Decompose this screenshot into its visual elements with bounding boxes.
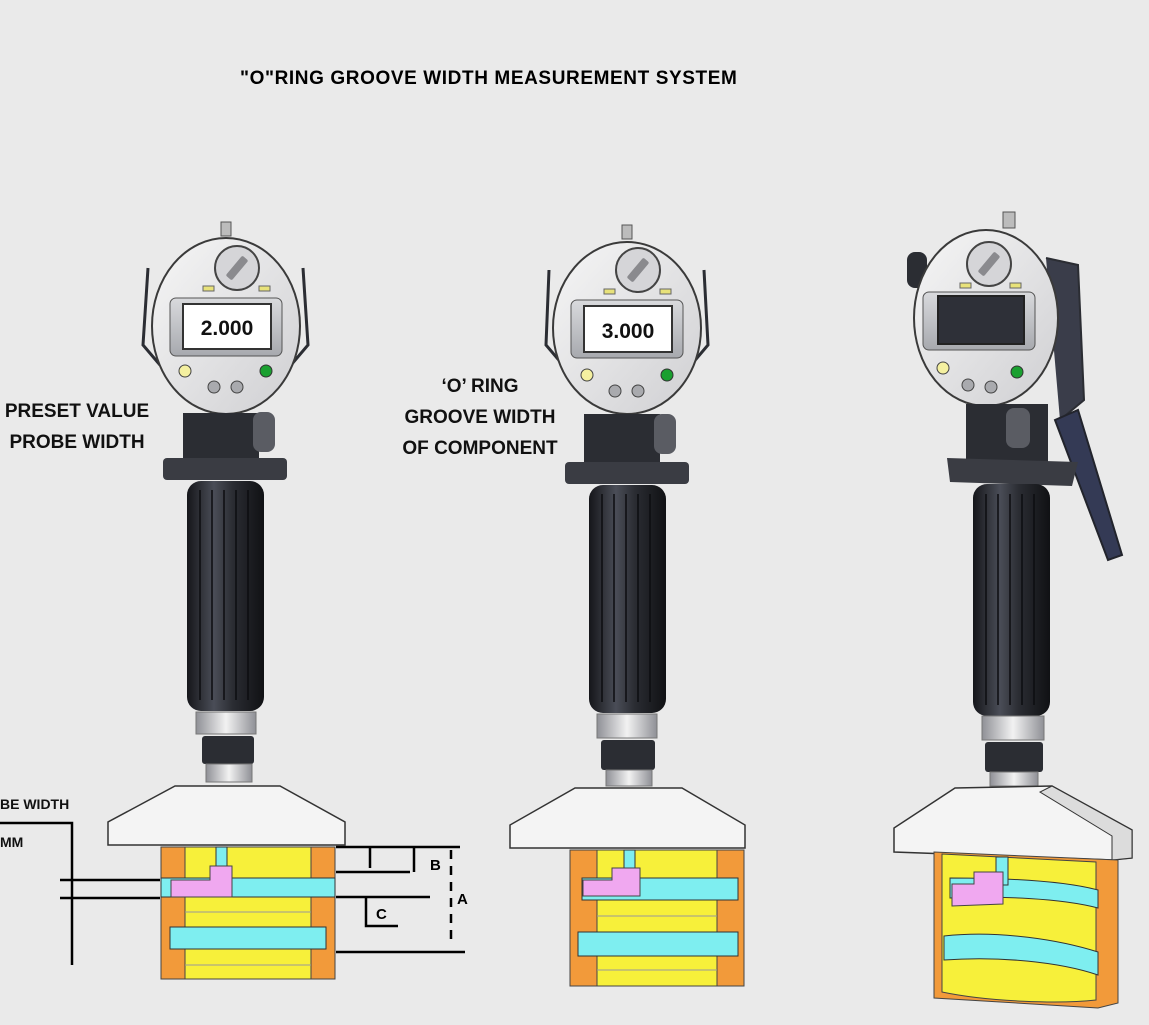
label-preset-line1: PRESET VALUE xyxy=(4,401,150,422)
readout-1: 2.000 xyxy=(201,317,254,340)
label-mm-cut: MM xyxy=(0,834,24,850)
lcd-display-2 xyxy=(583,305,673,353)
dim-b-label: B xyxy=(430,857,441,874)
lcd-display-3 xyxy=(937,295,1025,345)
dim-c-label: C xyxy=(376,906,387,923)
label-oring-groove-width: ‘O’ RING GROOVE WIDTH OF COMPONENT xyxy=(395,371,565,464)
label-oring-line3: OF COMPONENT xyxy=(402,438,558,459)
label-preset-value: PRESET VALUE PROBE WIDTH xyxy=(2,396,152,458)
page-title: "O"RING GROOVE WIDTH MEASUREMENT SYSTEM xyxy=(240,68,738,89)
button-1b xyxy=(230,380,244,394)
button-1a xyxy=(207,380,221,394)
led-yellow-icon xyxy=(178,364,192,378)
gauge-3d xyxy=(893,211,1133,1009)
gauge-component: 3.000 xyxy=(509,224,746,987)
label-probe-width-cut: BE WIDTH xyxy=(0,796,70,812)
label-oring-line1: ‘O’ RING xyxy=(441,376,519,397)
label-oring-line2: GROOVE WIDTH xyxy=(404,407,556,428)
readout-2: 3.000 xyxy=(602,320,655,343)
dim-a-label: A xyxy=(457,891,468,908)
led-green-icon xyxy=(259,364,273,378)
dimension-lines xyxy=(0,821,465,965)
label-preset-line2: PROBE WIDTH xyxy=(9,432,145,453)
gauge-preset: 2.000 xyxy=(0,221,468,980)
lcd-display-1 xyxy=(182,303,272,350)
